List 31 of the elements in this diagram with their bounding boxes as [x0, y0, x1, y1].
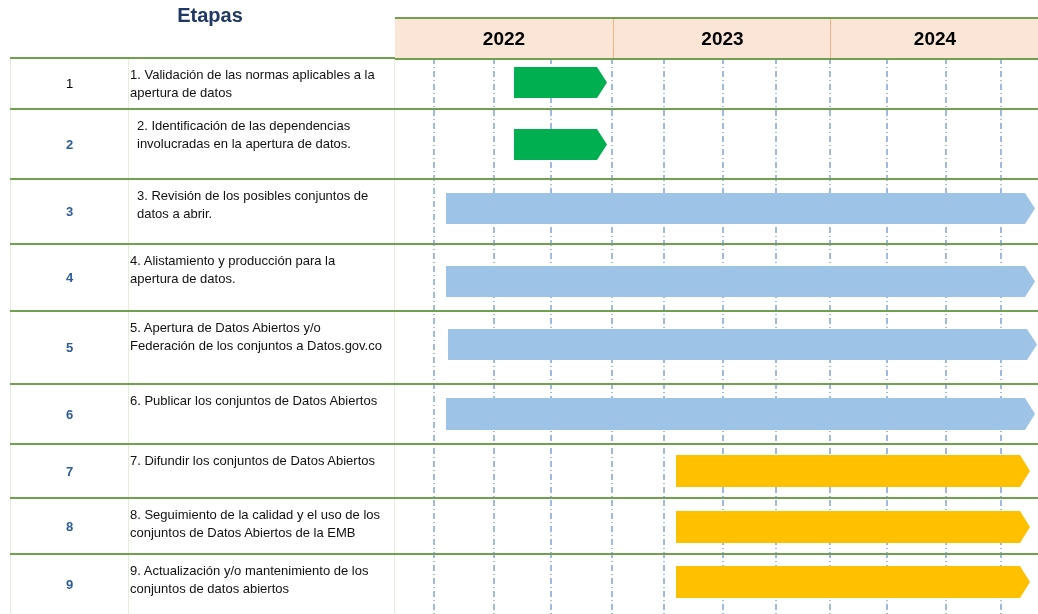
stage-description: 8. Seguimiento de la calidad y el uso de los conjuntos de Datos Abiertos de la EMB — [128, 499, 395, 553]
row-number: 6 — [10, 385, 129, 443]
row-number: 8 — [10, 499, 129, 553]
stage-description: 7. Difundir los conjuntos de Datos Abiertos — [128, 445, 395, 497]
year-label: 2022 — [481, 26, 527, 51]
title: Etapas — [176, 4, 244, 27]
gantt-bar — [676, 455, 1030, 487]
stage-description: 9. Actualización y/o mantenimiento de los conjuntos de datos abiertos — [128, 555, 395, 614]
row-number: 4 — [10, 245, 129, 310]
gantt-bar — [448, 329, 1037, 360]
row-number: 9 — [10, 555, 129, 614]
gantt-bar — [446, 266, 1035, 297]
gantt-bar — [514, 129, 607, 160]
year-label: 2024 — [830, 19, 1038, 58]
gantt-bar — [676, 511, 1030, 543]
stage-description: 4. Alistamiento y producción para la apertura de datos. — [128, 245, 395, 310]
stage-description: 1. Validación de las normas aplicables a la apertura de datos — [128, 59, 395, 108]
row-number: 3 — [10, 180, 129, 243]
year-label: 2023 — [613, 19, 831, 58]
stage-description: 3. Revisión de los posibles conjuntos de datos a abrir. — [128, 180, 395, 243]
stage-description: 5. Apertura de Datos Abiertos y/o Federación de los conjuntos a Datos.gov.co — [128, 312, 395, 383]
gantt-bar — [514, 67, 607, 98]
row-number: 2 — [10, 110, 129, 178]
gantt-bar — [446, 193, 1035, 224]
gantt-bar — [676, 566, 1030, 598]
gantt-bar — [446, 398, 1035, 430]
stage-description: 6. Publicar los conjuntos de Datos Abiertos — [128, 385, 395, 443]
row-number: 1 — [10, 59, 129, 108]
row-number: 5 — [10, 312, 129, 383]
row-number: 7 — [10, 445, 129, 497]
stage-description: 2. Identificación de las dependencias involucradas en la apertura de datos. — [128, 110, 395, 178]
